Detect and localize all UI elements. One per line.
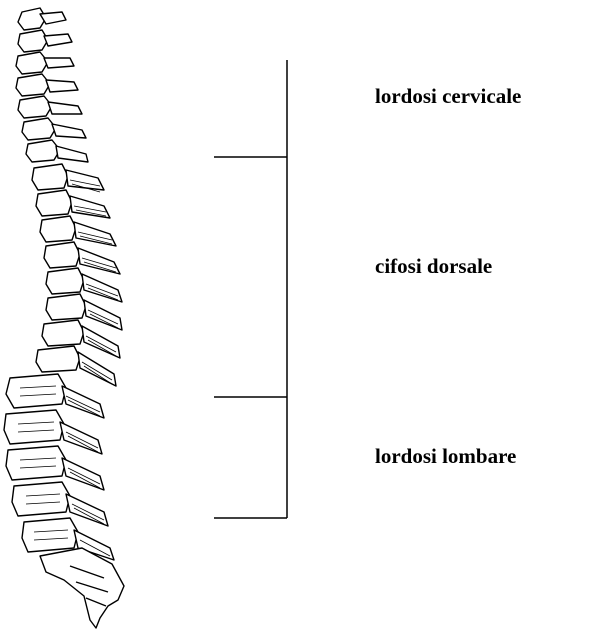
bracket xyxy=(214,60,287,518)
label-cervical-lordosis: lordosi cervicale xyxy=(375,86,521,107)
label-lumbar-lordosis: lordosi lombare xyxy=(375,446,516,467)
cervical-vertebrae xyxy=(16,8,88,162)
spine-illustration xyxy=(4,8,124,628)
thoracic-vertebrae xyxy=(32,164,122,386)
sacrum xyxy=(40,548,124,628)
label-dorsal-kyphosis: cifosi dorsale xyxy=(375,256,492,277)
lumbar-vertebrae xyxy=(4,374,114,560)
